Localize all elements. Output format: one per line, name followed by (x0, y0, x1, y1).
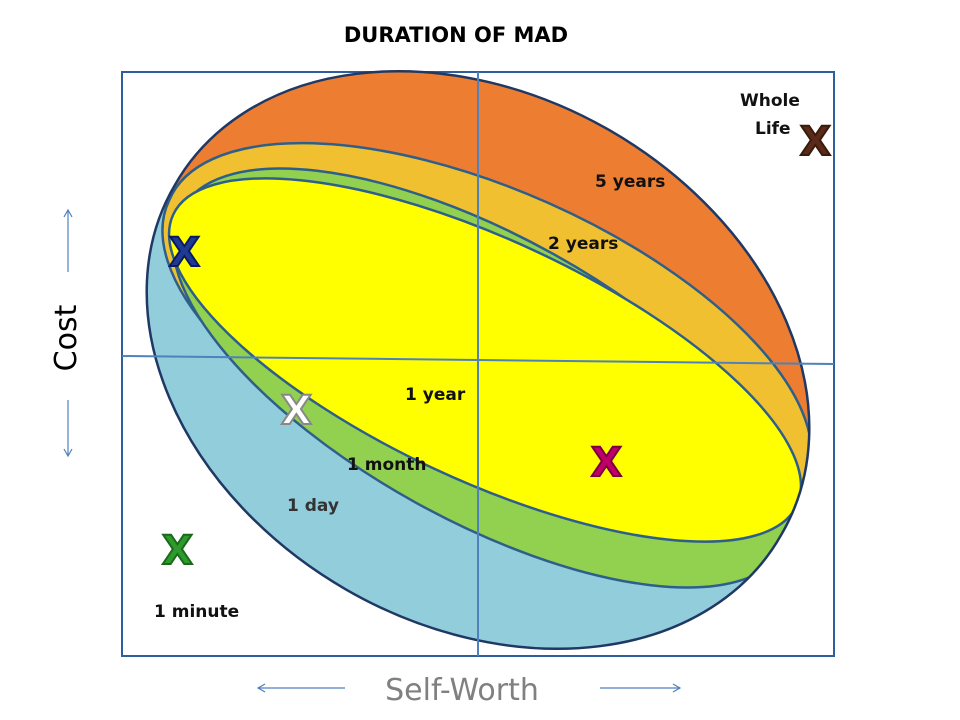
right-arrow-icon (600, 683, 682, 693)
x-marker-white: X (281, 388, 312, 434)
label-1-day: 1 day (287, 496, 339, 516)
x-marker-magenta: X (591, 440, 622, 486)
outer-boundary (145, 70, 811, 650)
label-2-years: 2 years (548, 234, 618, 254)
label-whole: Whole (740, 91, 800, 111)
label-life: Life (755, 119, 791, 139)
x-axis-label: Self-Worth (385, 673, 539, 708)
down-arrow-icon (63, 400, 73, 458)
x-marker-blue: X (169, 230, 200, 276)
label-1-minute: 1 minute (154, 602, 239, 622)
label-1-year: 1 year (405, 385, 466, 405)
horizontal-axis-line (121, 355, 835, 365)
label-1-month: 1 month (347, 455, 426, 475)
x-marker-brown: X (800, 119, 831, 165)
diagram-title: DURATION OF MAD (344, 23, 568, 47)
up-arrow-icon (63, 208, 73, 272)
label-5-years: 5 years (595, 172, 665, 192)
x-marker-green: X (162, 528, 193, 574)
left-arrow-icon (256, 683, 345, 693)
y-axis-label: Cost (49, 304, 84, 371)
